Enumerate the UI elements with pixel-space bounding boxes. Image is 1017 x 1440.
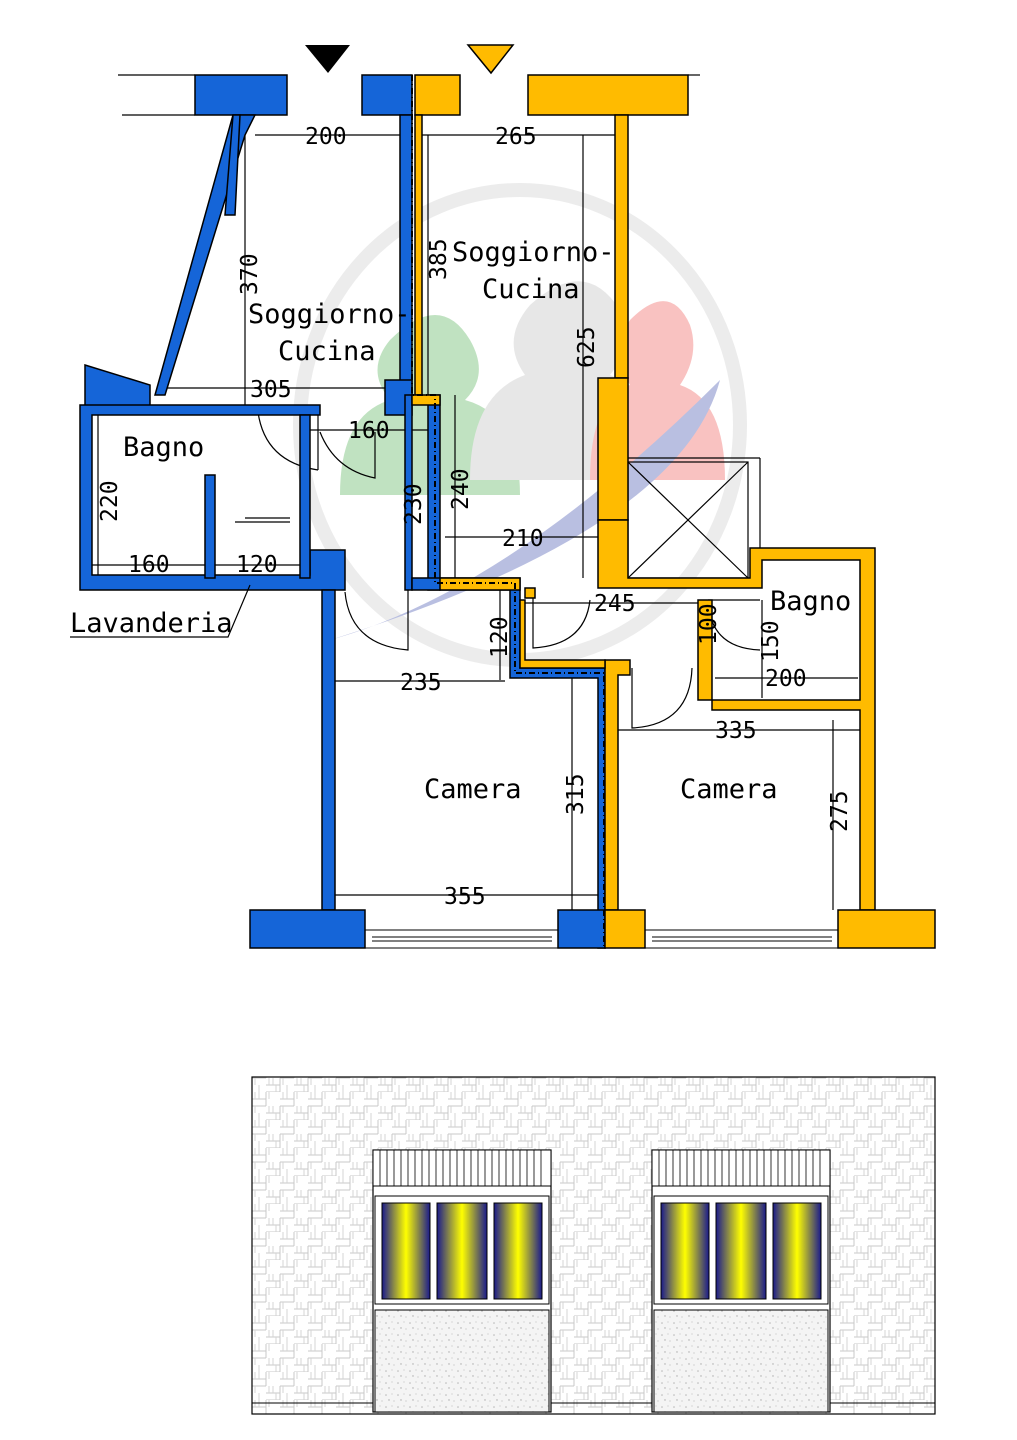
dim-120-hall: 120	[487, 616, 513, 658]
room-laundry: Lavanderia	[70, 608, 233, 639]
dim-150: 150	[758, 620, 784, 662]
room-living-left-line1: Soggiorno-	[248, 299, 411, 330]
right-unit-walls	[411, 74, 936, 949]
laundry-leader	[70, 584, 251, 638]
dim-200-bath: 200	[765, 666, 807, 692]
dim-385: 385	[426, 238, 452, 280]
bottom-windows	[335, 909, 839, 949]
room-bath-left: Bagno	[123, 432, 204, 463]
dim-220: 220	[97, 480, 123, 522]
room-bedroom-right: Camera	[680, 774, 778, 805]
dim-245: 245	[594, 591, 636, 617]
dimension-lines	[92, 134, 860, 910]
entrance-right-icon	[466, 44, 515, 75]
room-living-right-line1: Soggiorno-	[452, 237, 615, 268]
exterior-lines	[118, 74, 700, 116]
room-living-left-line2: Cucina	[278, 336, 376, 367]
dim-240: 240	[448, 468, 474, 510]
dim-160-bath: 160	[128, 552, 170, 578]
dim-235: 235	[400, 670, 442, 696]
room-bath-right: Bagno	[770, 586, 851, 617]
dim-305: 305	[250, 377, 292, 403]
dim-370: 370	[237, 253, 263, 295]
dim-210: 210	[502, 526, 544, 552]
dim-315: 315	[563, 773, 589, 815]
dim-120-laundry: 120	[236, 552, 278, 578]
facade-window-left	[372, 1149, 552, 1413]
dim-230: 230	[401, 483, 427, 525]
dim-335: 335	[715, 718, 757, 744]
dim-100: 100	[696, 603, 722, 645]
dim-275: 275	[827, 790, 853, 832]
room-living-right-line2: Cucina	[482, 274, 580, 305]
left-unit-walls	[79, 74, 606, 949]
dim-265: 265	[495, 124, 537, 150]
facade-elevation	[251, 1076, 936, 1415]
dim-200-top: 200	[305, 124, 347, 150]
entrance-left-icon	[305, 45, 350, 73]
dim-160-door: 160	[348, 418, 390, 444]
dim-625: 625	[574, 326, 600, 368]
dim-355: 355	[444, 884, 486, 910]
facade-window-right	[651, 1149, 831, 1413]
room-bedroom-left: Camera	[424, 774, 522, 805]
